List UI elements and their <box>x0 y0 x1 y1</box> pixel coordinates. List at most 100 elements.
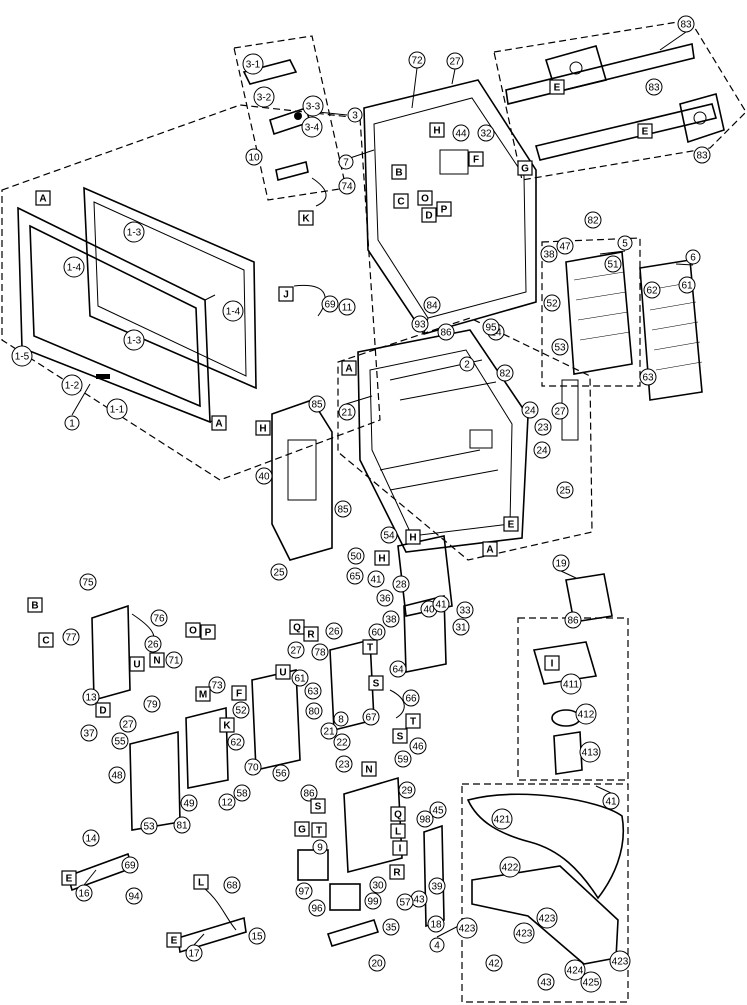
callout-text: 23 <box>537 423 549 434</box>
callout-text: S <box>373 679 380 690</box>
speaker-right-box <box>679 93 725 144</box>
connector-letter-callout: D <box>421 207 437 223</box>
callout-circle <box>575 703 597 725</box>
callout-text: 421 <box>494 815 511 826</box>
callout-circle <box>347 107 363 123</box>
callout-circle <box>609 950 631 972</box>
callout-text: 38 <box>543 250 555 261</box>
part-number-callout: 1-4 <box>222 300 244 322</box>
part-number-callout: 45 <box>429 801 447 819</box>
callout-circle <box>223 876 241 894</box>
callout-text: 36 <box>379 594 391 605</box>
part-number-callout: 61 <box>291 669 309 687</box>
callout-box <box>149 652 165 668</box>
callout-circle <box>62 628 80 646</box>
connector-letter-callout: I <box>544 655 560 671</box>
callout-text: T <box>367 643 373 654</box>
callout-circle <box>119 715 137 733</box>
callout-text: 77 <box>65 633 77 644</box>
part-number-callout: 22 <box>333 733 351 751</box>
part-number-callout: 51 <box>604 255 622 273</box>
callout-text: H <box>378 554 385 565</box>
callout-text: 29 <box>401 786 413 797</box>
callout-text: 85 <box>311 400 323 411</box>
part-number-callout: 82 <box>496 364 514 382</box>
cable-69 <box>293 284 326 317</box>
callout-circle <box>308 395 326 413</box>
connector-letter-callout: L <box>390 823 406 839</box>
part-number-callout: 30 <box>369 876 387 894</box>
part-number-callout: 20 <box>368 954 386 972</box>
callout-circle <box>552 554 570 572</box>
callout-text: 26 <box>147 640 159 651</box>
callout-text: L <box>198 878 204 889</box>
callout-box <box>482 541 498 557</box>
part-number-callout: 41 <box>602 792 620 810</box>
part-number-callout: 48 <box>108 766 126 784</box>
connector-letter-callout: N <box>149 652 165 668</box>
callout-text: J <box>283 290 289 301</box>
stand-neck-block <box>532 641 598 685</box>
part-number-callout: 13 <box>82 688 100 706</box>
part-number-callout: 79 <box>143 695 161 713</box>
callout-text: 1-2 <box>65 381 80 392</box>
callout-text: 425 <box>583 978 600 989</box>
callout-circle <box>456 601 474 619</box>
callout-text: 99 <box>367 897 379 908</box>
callout-box <box>275 664 291 680</box>
connector-letter-callout: E <box>549 79 565 95</box>
callout-circle <box>677 15 695 33</box>
part-number-callout: 49 <box>180 794 198 812</box>
callout-circle <box>61 374 83 396</box>
callout-text: 61 <box>294 674 306 685</box>
callout-text: A <box>486 545 493 556</box>
callout-circle <box>301 116 323 138</box>
terminal-cover-group-outline <box>541 237 641 387</box>
callout-circle <box>645 78 663 96</box>
part-number-callout: 39 <box>428 877 446 895</box>
callout-circle <box>362 708 380 726</box>
part-number-callout: 78 <box>311 643 329 661</box>
connector-letter-callout: E <box>637 123 653 139</box>
callout-circle <box>368 954 386 972</box>
connector-letter-callout: A <box>211 415 227 431</box>
callout-text: 44 <box>455 129 467 140</box>
callout-text: D <box>99 706 106 717</box>
part-number-callout: 42 <box>485 954 503 972</box>
chassis-bracket <box>469 429 493 449</box>
callout-circle <box>533 441 551 459</box>
callout-circle <box>325 622 343 640</box>
callout-text: 40 <box>423 605 435 616</box>
callout-circle <box>218 793 236 811</box>
bezel-bottom-edge <box>21 347 211 423</box>
part-number-callout: 54 <box>380 526 398 544</box>
board-13 <box>91 604 131 702</box>
part-number-callout: 76 <box>150 609 168 627</box>
callout-text: 423 <box>612 957 629 968</box>
callout-text: 59 <box>397 755 409 766</box>
part-number-callout: 1 <box>64 415 80 431</box>
part-number-callout: 69 <box>321 295 339 313</box>
callout-circle <box>333 733 351 751</box>
callout-circle <box>106 398 128 420</box>
part-number-callout: 68 <box>223 876 241 894</box>
connector-letter-callout: C <box>393 193 409 209</box>
callout-box <box>193 874 209 890</box>
callout-text: 50 <box>350 552 362 563</box>
part-number-callout: 57 <box>396 893 414 911</box>
callout-text: 56 <box>275 769 287 780</box>
part-number-callout: 46 <box>409 737 427 755</box>
callout-text: 79 <box>146 700 158 711</box>
callout-circle <box>245 148 263 166</box>
callout-circle <box>255 467 273 485</box>
callout-box <box>637 123 653 139</box>
callout-text: E <box>642 127 649 138</box>
callout-text: 8 <box>338 715 344 726</box>
callout-text: 3 <box>352 111 358 122</box>
part-number-callout: 85 <box>308 395 326 413</box>
part-number-callout: 75 <box>79 573 97 591</box>
callout-circle <box>521 401 539 419</box>
speaker-grille <box>535 103 717 161</box>
connector-letter-callout: E <box>166 932 182 948</box>
callout-circle <box>429 937 445 953</box>
